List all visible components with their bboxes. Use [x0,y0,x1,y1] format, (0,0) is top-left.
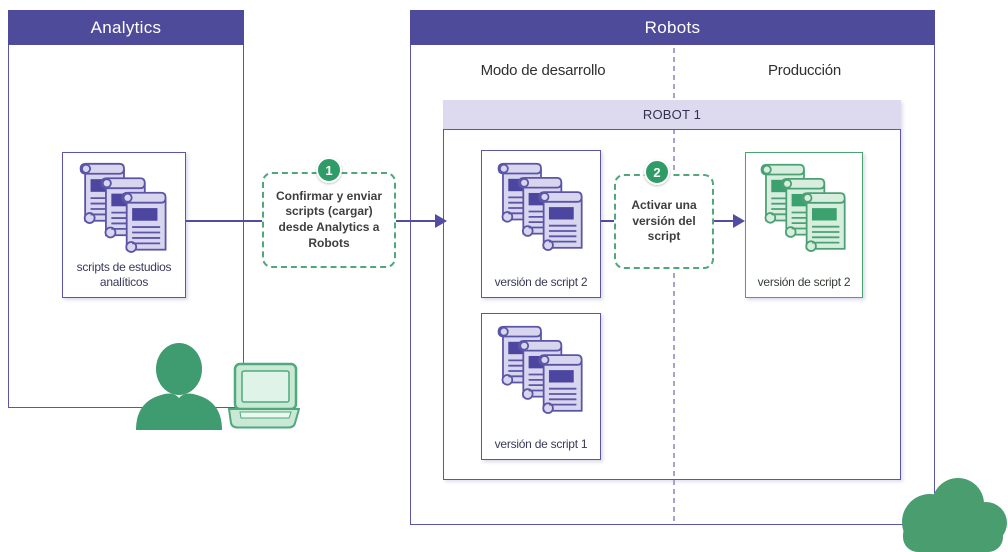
production-script-label: versión de script 2 [757,275,851,289]
dev-script-v1-label: versión de script 1 [494,437,588,451]
production-script-card: versión de script 2 [745,152,863,298]
column-label-production: Producción [767,62,842,79]
dev-script-v1-card: versión de script 1 [481,313,601,460]
column-label-development: Modo de desarrollo [480,62,606,79]
step-1-badge: 1 [316,157,342,183]
step-1-action-box: Confirmar y enviar scripts (cargar) desd… [262,172,396,268]
dev-script-v2-label: versión de script 2 [494,275,588,289]
scroll-stack-icon [495,161,587,255]
person-at-laptop-icon [136,343,300,430]
step-2-badge: 2 [644,159,670,185]
analytics-title: Analytics [90,17,162,37]
dev-script-v2-card: versión de script 2 [481,150,601,298]
robot1-header: ROBOT 1 [443,100,901,130]
cloud-icon [902,478,1007,552]
arrow-analytics-to-robots-head [435,214,447,228]
scroll-stack-icon [77,161,171,257]
robots-header: Robots [410,10,935,45]
analytics-scripts-label: scripts de estudios analíticos [76,260,172,289]
analytics-scripts-card: scripts de estudios analíticos [62,152,186,298]
step-2-label: Activar una versión del script [631,198,697,244]
arrow-activate-version-head [733,214,745,228]
scroll-stack-icon [758,162,850,256]
scroll-stack-icon [495,324,587,418]
step-2-action-box: Activar una versión del script [614,174,714,269]
robot1-title: ROBOT 1 [642,107,702,122]
step-1-label: Confirmar y enviar scripts (cargar) desd… [275,188,383,250]
environment-divider-line [673,48,675,525]
analytics-header: Analytics [8,10,244,45]
robots-title: Robots [644,17,701,37]
